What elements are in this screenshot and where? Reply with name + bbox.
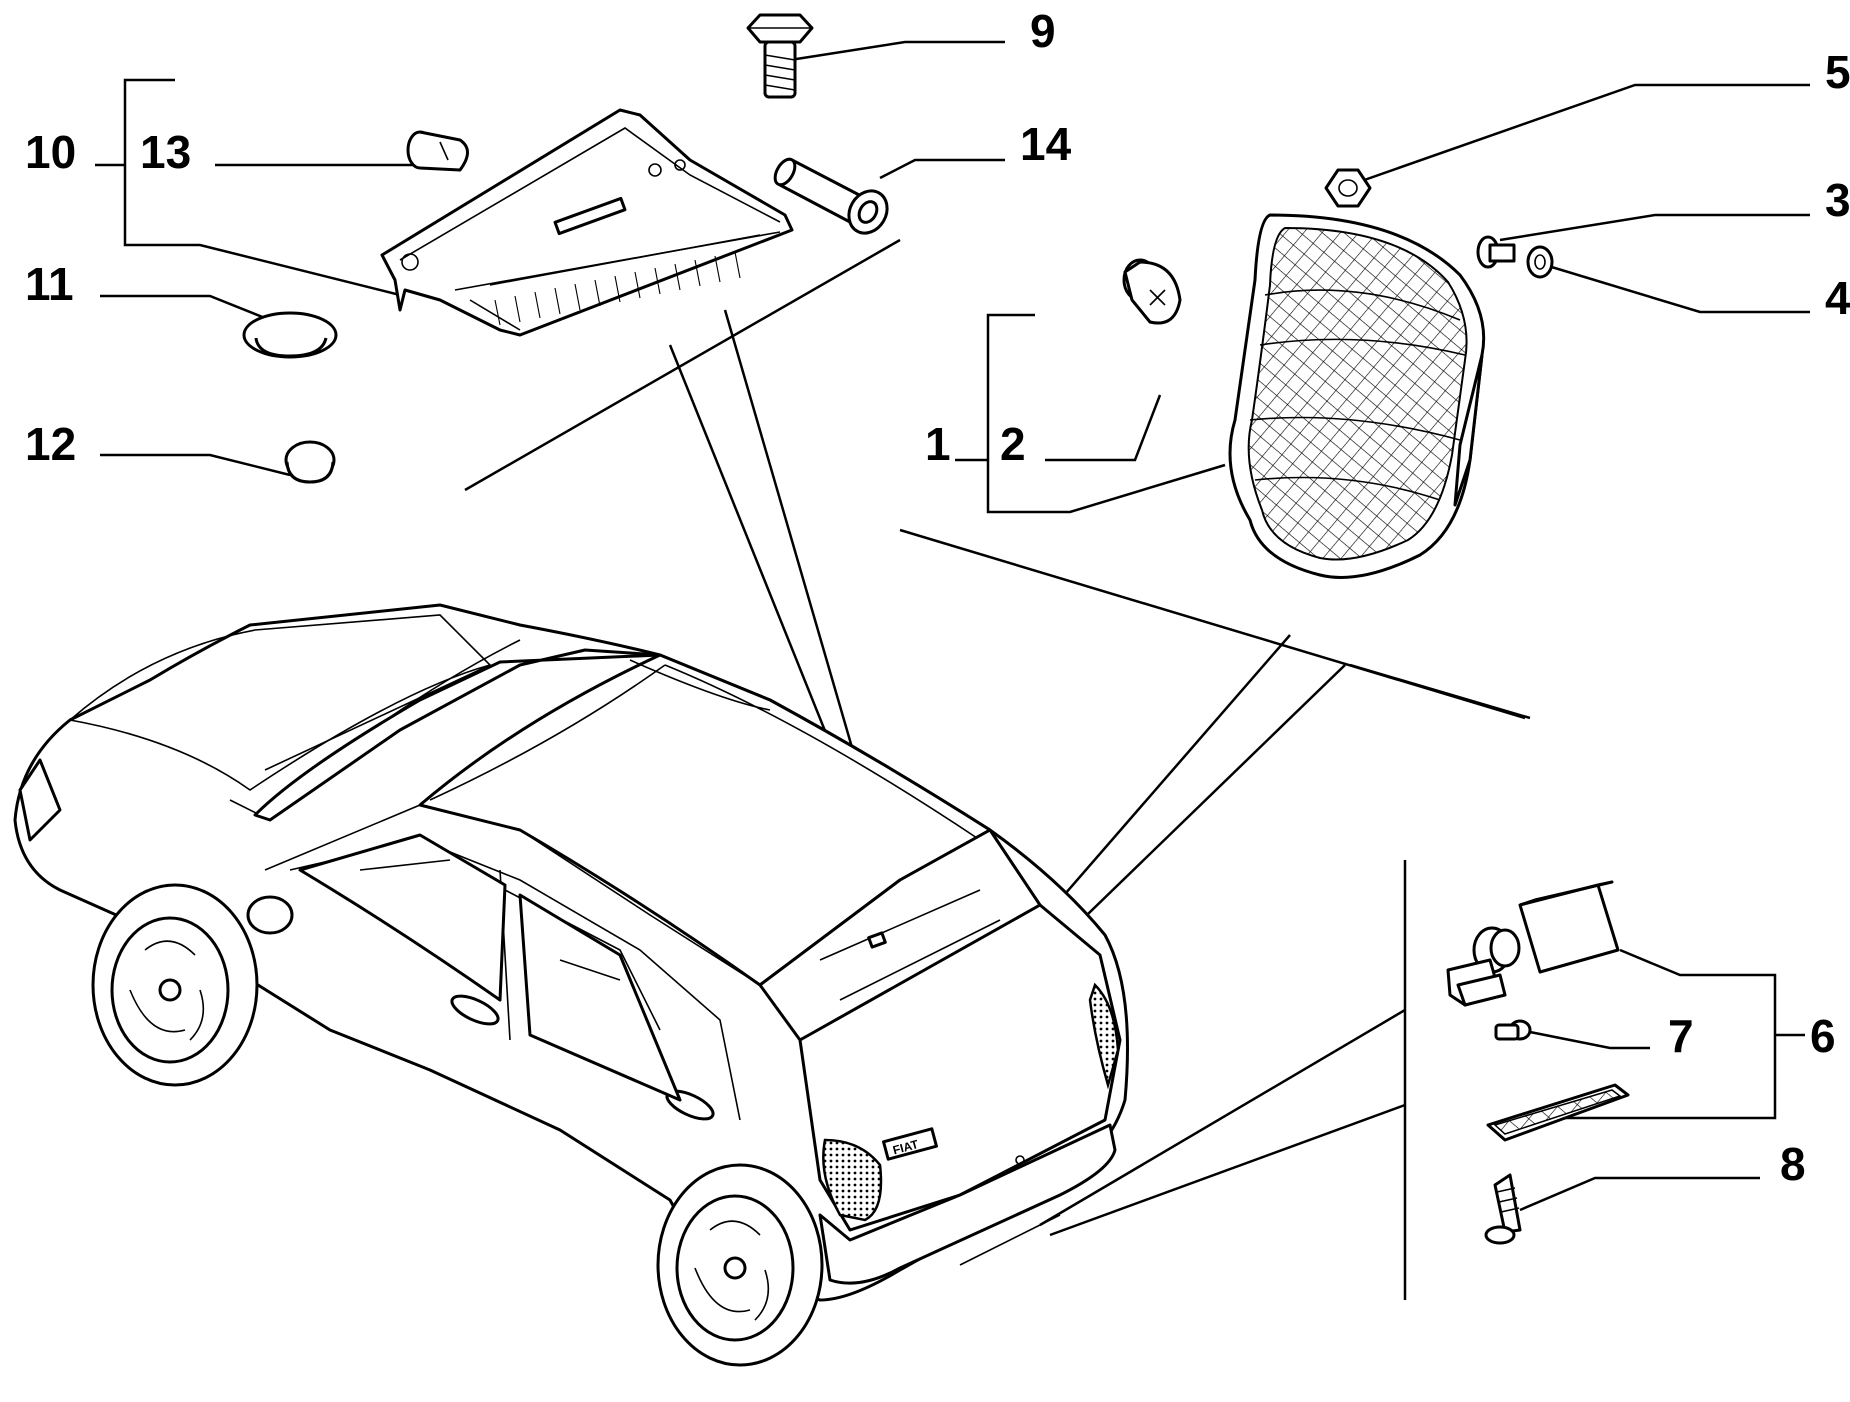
washer-icon	[1526, 245, 1554, 279]
car-illustration: FIAT	[13, 603, 1129, 1367]
brake-light-housing-icon	[380, 108, 794, 337]
sleeve-icon	[773, 157, 889, 235]
callout-labels: 9 5 10 13 14 3 4 11 1 2 12 7 6 8	[25, 5, 1850, 1190]
tail-lamp-icon	[1228, 213, 1486, 579]
screw-icon	[1476, 235, 1516, 269]
plate-bulb-icon	[1494, 1019, 1532, 1041]
bulb-icon	[406, 130, 469, 172]
callout-8: 8	[1780, 1138, 1806, 1190]
plate-lamp-icon	[1446, 880, 1620, 1007]
callout-12: 12	[25, 418, 76, 470]
nut-icon	[1324, 168, 1372, 208]
callout-4: 4	[1825, 272, 1850, 324]
callout-13: 13	[140, 126, 191, 178]
leader-lines	[95, 40, 1810, 1212]
tail-bulb-icon	[1122, 258, 1182, 325]
callout-1: 1	[925, 418, 951, 470]
oval-cap-icon	[242, 311, 338, 359]
plate-lens-icon	[1486, 1083, 1630, 1142]
bolt-icon	[746, 13, 814, 99]
callout-2: 2	[1000, 418, 1026, 470]
callout-11: 11	[25, 258, 74, 310]
callout-10: 10	[25, 126, 76, 178]
callout-9: 9	[1030, 5, 1056, 57]
callout-3: 3	[1825, 174, 1850, 226]
callout-5: 5	[1825, 46, 1850, 98]
car-badge: FIAT	[891, 1137, 920, 1157]
self-tapping-screw-icon	[1484, 1173, 1522, 1245]
callout-6: 6	[1810, 1010, 1836, 1062]
callout-7: 7	[1668, 1010, 1694, 1062]
callout-14: 14	[1020, 118, 1072, 170]
round-cap-icon	[284, 440, 336, 484]
